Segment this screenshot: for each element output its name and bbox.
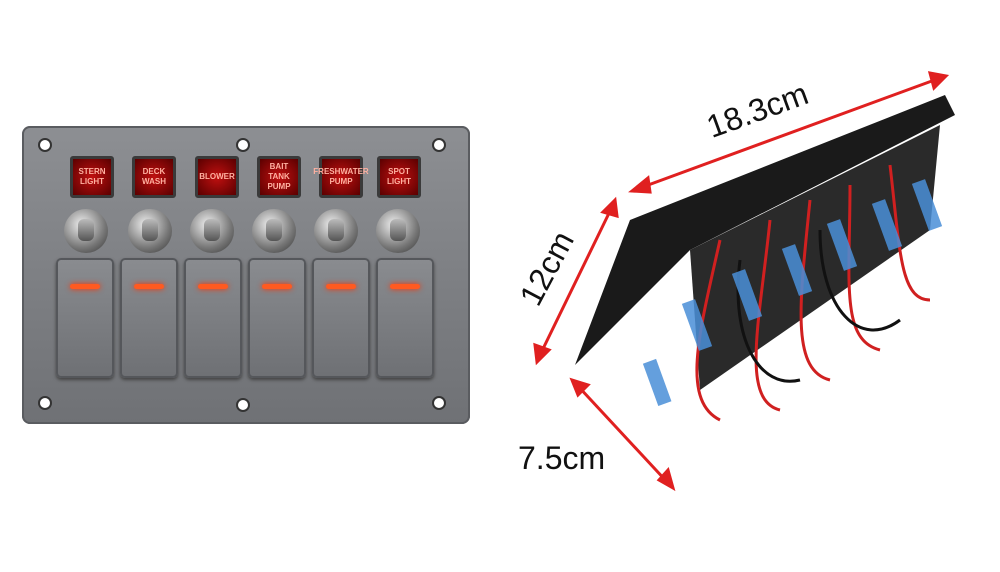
switch-bodies [690,125,940,390]
dimension-arrows [533,71,950,492]
mount-hole [236,138,250,152]
led-indicator [390,284,420,289]
switch-label: STERN LIGHT [70,156,114,198]
switch-panel-front: STERN LIGHT DECK WASH BLOWER BAIT TANK P… [22,126,470,424]
rocker-switch [184,258,242,378]
rocker-switch [248,258,306,378]
depth-dimension-label: 7.5cm [518,440,606,476]
led-indicator [326,284,356,289]
mount-hole [432,138,446,152]
mount-hole [38,396,52,410]
led-indicator [262,284,292,289]
switch-label: BLOWER [195,156,239,198]
mount-hole [236,398,250,412]
circuit-breaker [252,209,296,253]
rocker-switch [56,258,114,378]
circuit-breaker [314,209,358,253]
circuit-breaker [376,209,420,253]
mount-hole [432,396,446,410]
mount-hole [38,138,52,152]
rocker-switch [120,258,178,378]
switch-label: FRESHWATER PUMP [313,156,369,198]
circuit-breaker [128,209,172,253]
switch-label: DECK WASH [132,156,176,198]
switch-label: BAIT TANK PUMP [257,156,301,198]
panel-back-plate [575,95,955,365]
switch-label: SPOT LIGHT [377,156,421,198]
led-indicator [198,284,228,289]
led-indicator [70,284,100,289]
rocker-switch [376,258,434,378]
led-indicator [134,284,164,289]
blue-connectors [642,179,943,407]
rocker-switch [312,258,370,378]
circuit-breaker [190,209,234,253]
circuit-breaker [64,209,108,253]
wires [695,164,931,422]
